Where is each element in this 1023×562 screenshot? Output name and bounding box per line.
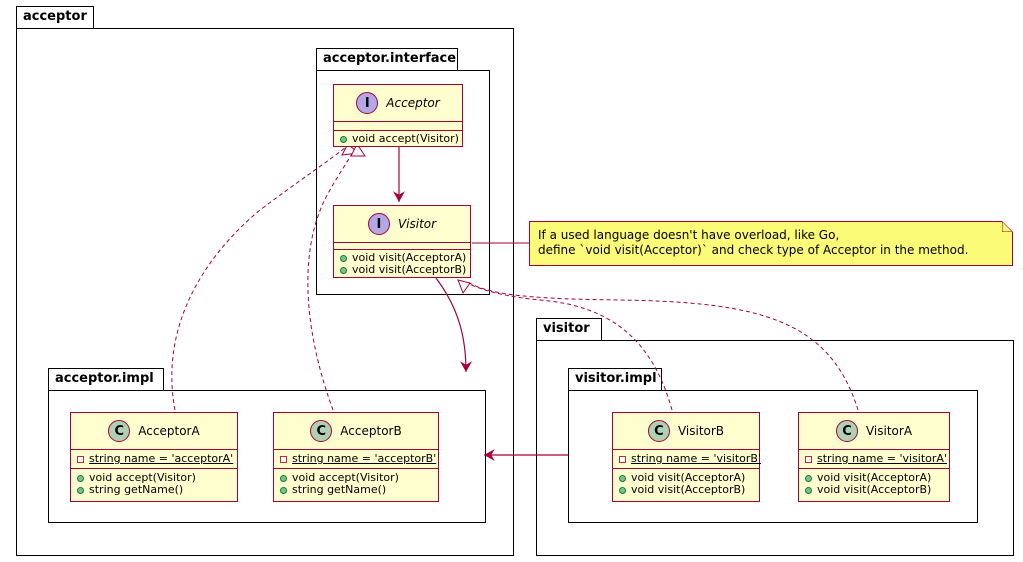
public-method-icon bbox=[340, 266, 347, 274]
class-visitorb[interactable]: C VisitorB string name = 'visitorB' void… bbox=[612, 412, 761, 502]
public-method-icon bbox=[805, 474, 812, 482]
method: void visit(AcceptorB) bbox=[817, 483, 932, 496]
realization-head-3 bbox=[457, 279, 471, 295]
class-name: AcceptorA bbox=[138, 424, 200, 438]
overload-note: If a used language doesn't have overload… bbox=[529, 221, 1013, 266]
class-name: VisitorB bbox=[677, 424, 725, 438]
package-visitor-impl-tab: visitor.impl bbox=[568, 368, 662, 391]
field: string name = 'acceptorA' bbox=[89, 452, 234, 465]
public-method-icon bbox=[280, 486, 287, 494]
private-field-icon bbox=[805, 455, 812, 463]
method: void accept(Visitor) bbox=[292, 471, 399, 484]
method: string getName() bbox=[89, 483, 184, 496]
realization-acceptora bbox=[171, 143, 351, 411]
class-acceptor-interface[interactable]: I Acceptor void accept(Visitor) bbox=[333, 84, 463, 147]
class-acceptora[interactable]: C AcceptorA string name = 'acceptorA' vo… bbox=[70, 412, 238, 502]
note-line-2: define `void visit(Acceptor)` and check … bbox=[538, 243, 969, 257]
realization-acceptorb bbox=[307, 143, 359, 411]
class-name: AcceptorB bbox=[340, 424, 402, 438]
private-field-icon bbox=[619, 455, 626, 463]
note-fold-icon bbox=[1002, 221, 1013, 232]
public-method-icon bbox=[619, 474, 626, 482]
package-acceptor-interface-tab: acceptor.interface bbox=[316, 48, 458, 71]
realization-visitora bbox=[467, 281, 859, 411]
private-field-icon bbox=[77, 455, 84, 463]
method: void accept(Visitor) bbox=[89, 471, 196, 484]
field: string name = 'visitorB' bbox=[631, 452, 761, 465]
method: void visit(AcceptorA) bbox=[631, 471, 746, 484]
method: void accept(Visitor) bbox=[352, 132, 459, 145]
class-visitor-interface[interactable]: I Visitor void visit(AcceptorA) void vis… bbox=[333, 205, 471, 278]
method: string getName() bbox=[292, 483, 387, 496]
field: string name = 'visitorA' bbox=[817, 452, 947, 465]
class-name: VisitorA bbox=[865, 424, 913, 438]
package-acceptor-tab: acceptor bbox=[16, 6, 94, 29]
method: void visit(AcceptorA) bbox=[817, 471, 932, 484]
public-method-icon bbox=[805, 486, 812, 494]
class-badge-icon: C bbox=[647, 420, 670, 442]
class-badge-icon: C bbox=[835, 420, 858, 442]
class-badge-icon: C bbox=[310, 420, 333, 442]
field: string name = 'acceptorB' bbox=[292, 452, 437, 465]
public-method-icon bbox=[77, 474, 84, 482]
public-method-icon bbox=[340, 254, 347, 262]
method: void visit(AcceptorB) bbox=[631, 483, 746, 496]
note-line-1: If a used language doesn't have overload… bbox=[538, 228, 840, 242]
method: void visit(AcceptorB) bbox=[352, 263, 467, 276]
realization-head-2 bbox=[350, 143, 366, 157]
interface-badge-icon: I bbox=[367, 213, 390, 235]
public-method-icon bbox=[77, 486, 84, 494]
public-method-icon bbox=[280, 474, 287, 482]
class-acceptorb[interactable]: C AcceptorB string name = 'acceptorB' vo… bbox=[273, 412, 439, 502]
private-field-icon bbox=[280, 455, 287, 463]
class-name: Acceptor bbox=[386, 96, 440, 110]
public-method-icon bbox=[340, 135, 347, 143]
realization-visitorb bbox=[464, 281, 673, 411]
method: void visit(AcceptorA) bbox=[352, 251, 467, 264]
public-method-icon bbox=[619, 486, 626, 494]
class-name: Visitor bbox=[397, 217, 437, 231]
class-badge-icon: C bbox=[108, 420, 131, 442]
class-visitora[interactable]: C VisitorA string name = 'visitorA' void… bbox=[798, 412, 950, 502]
interface-badge-icon: I bbox=[356, 92, 379, 114]
arrow-visitor-to-acceptor-impl bbox=[435, 277, 472, 373]
